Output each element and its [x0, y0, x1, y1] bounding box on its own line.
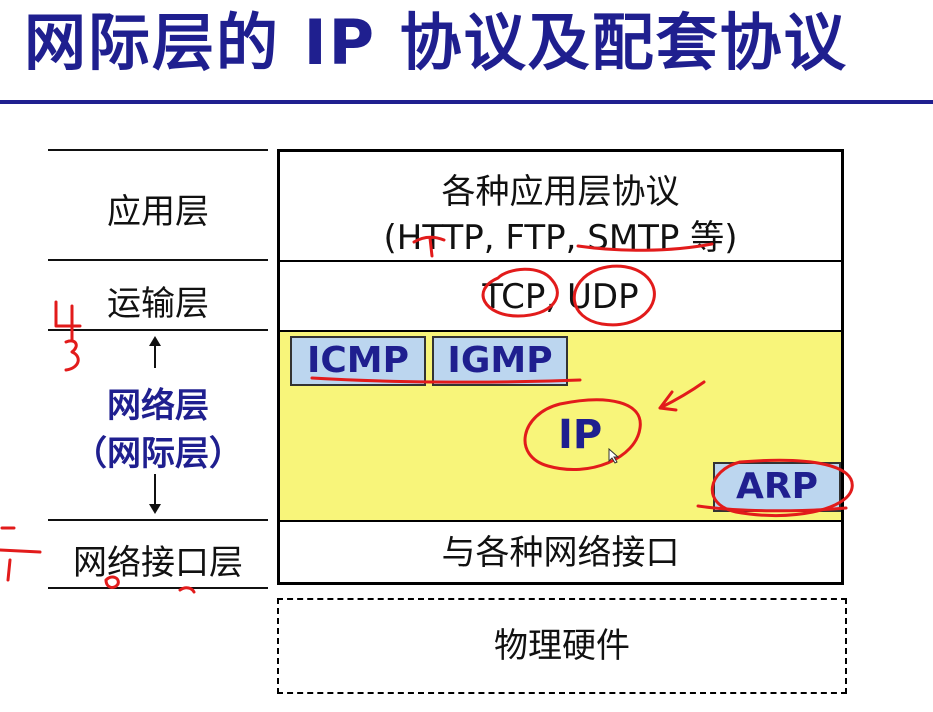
annotation-left-tick: [0, 526, 42, 582]
divider-transport-network: [48, 329, 268, 331]
layer-application-label: 应用层: [107, 192, 209, 232]
row-network: ICMP IGMP IP ARP: [280, 332, 841, 522]
divider-top: [48, 149, 268, 151]
icmp-box: ICMP: [290, 336, 426, 386]
divider-app-transport: [48, 259, 268, 261]
protocol-stack: 各种应用层协议 (HTTP, FTP, SMTP 等) TCP, UDP ICM…: [277, 149, 844, 585]
ip-label: IP: [558, 412, 603, 458]
title-divider: [0, 100, 933, 104]
divider-bottom: [48, 587, 268, 589]
physical-hardware-box: 物理硬件: [277, 598, 847, 694]
row-link: 与各种网络接口: [441, 533, 680, 573]
igmp-box: IGMP: [432, 336, 568, 386]
arrow-up-head: [149, 336, 161, 346]
layer-network-label: 网络层: [107, 386, 209, 426]
layer-network-alt-label: （网际层）: [73, 434, 243, 474]
arrow-down-line: [154, 474, 156, 506]
layer-link-label: 网络接口层: [73, 543, 243, 583]
app-protocols-text: 各种应用层协议: [441, 172, 680, 212]
annotation-number-3: [64, 339, 80, 372]
arrow-up-line: [154, 344, 156, 368]
divider-network-link: [48, 519, 268, 521]
arp-box: ARP: [713, 462, 841, 512]
row-application: 各种应用层协议 (HTTP, FTP, SMTP 等): [280, 152, 841, 262]
row-transport: TCP, UDP: [280, 262, 841, 332]
arrow-down-head: [149, 504, 161, 514]
layer-transport-label: 运输层: [107, 284, 209, 324]
mouse-cursor-icon: [608, 448, 620, 464]
page-title: 网际层的 IP 协议及配套协议: [24, 6, 848, 79]
app-protocols-examples: (HTTP, FTP, SMTP 等): [383, 218, 738, 258]
